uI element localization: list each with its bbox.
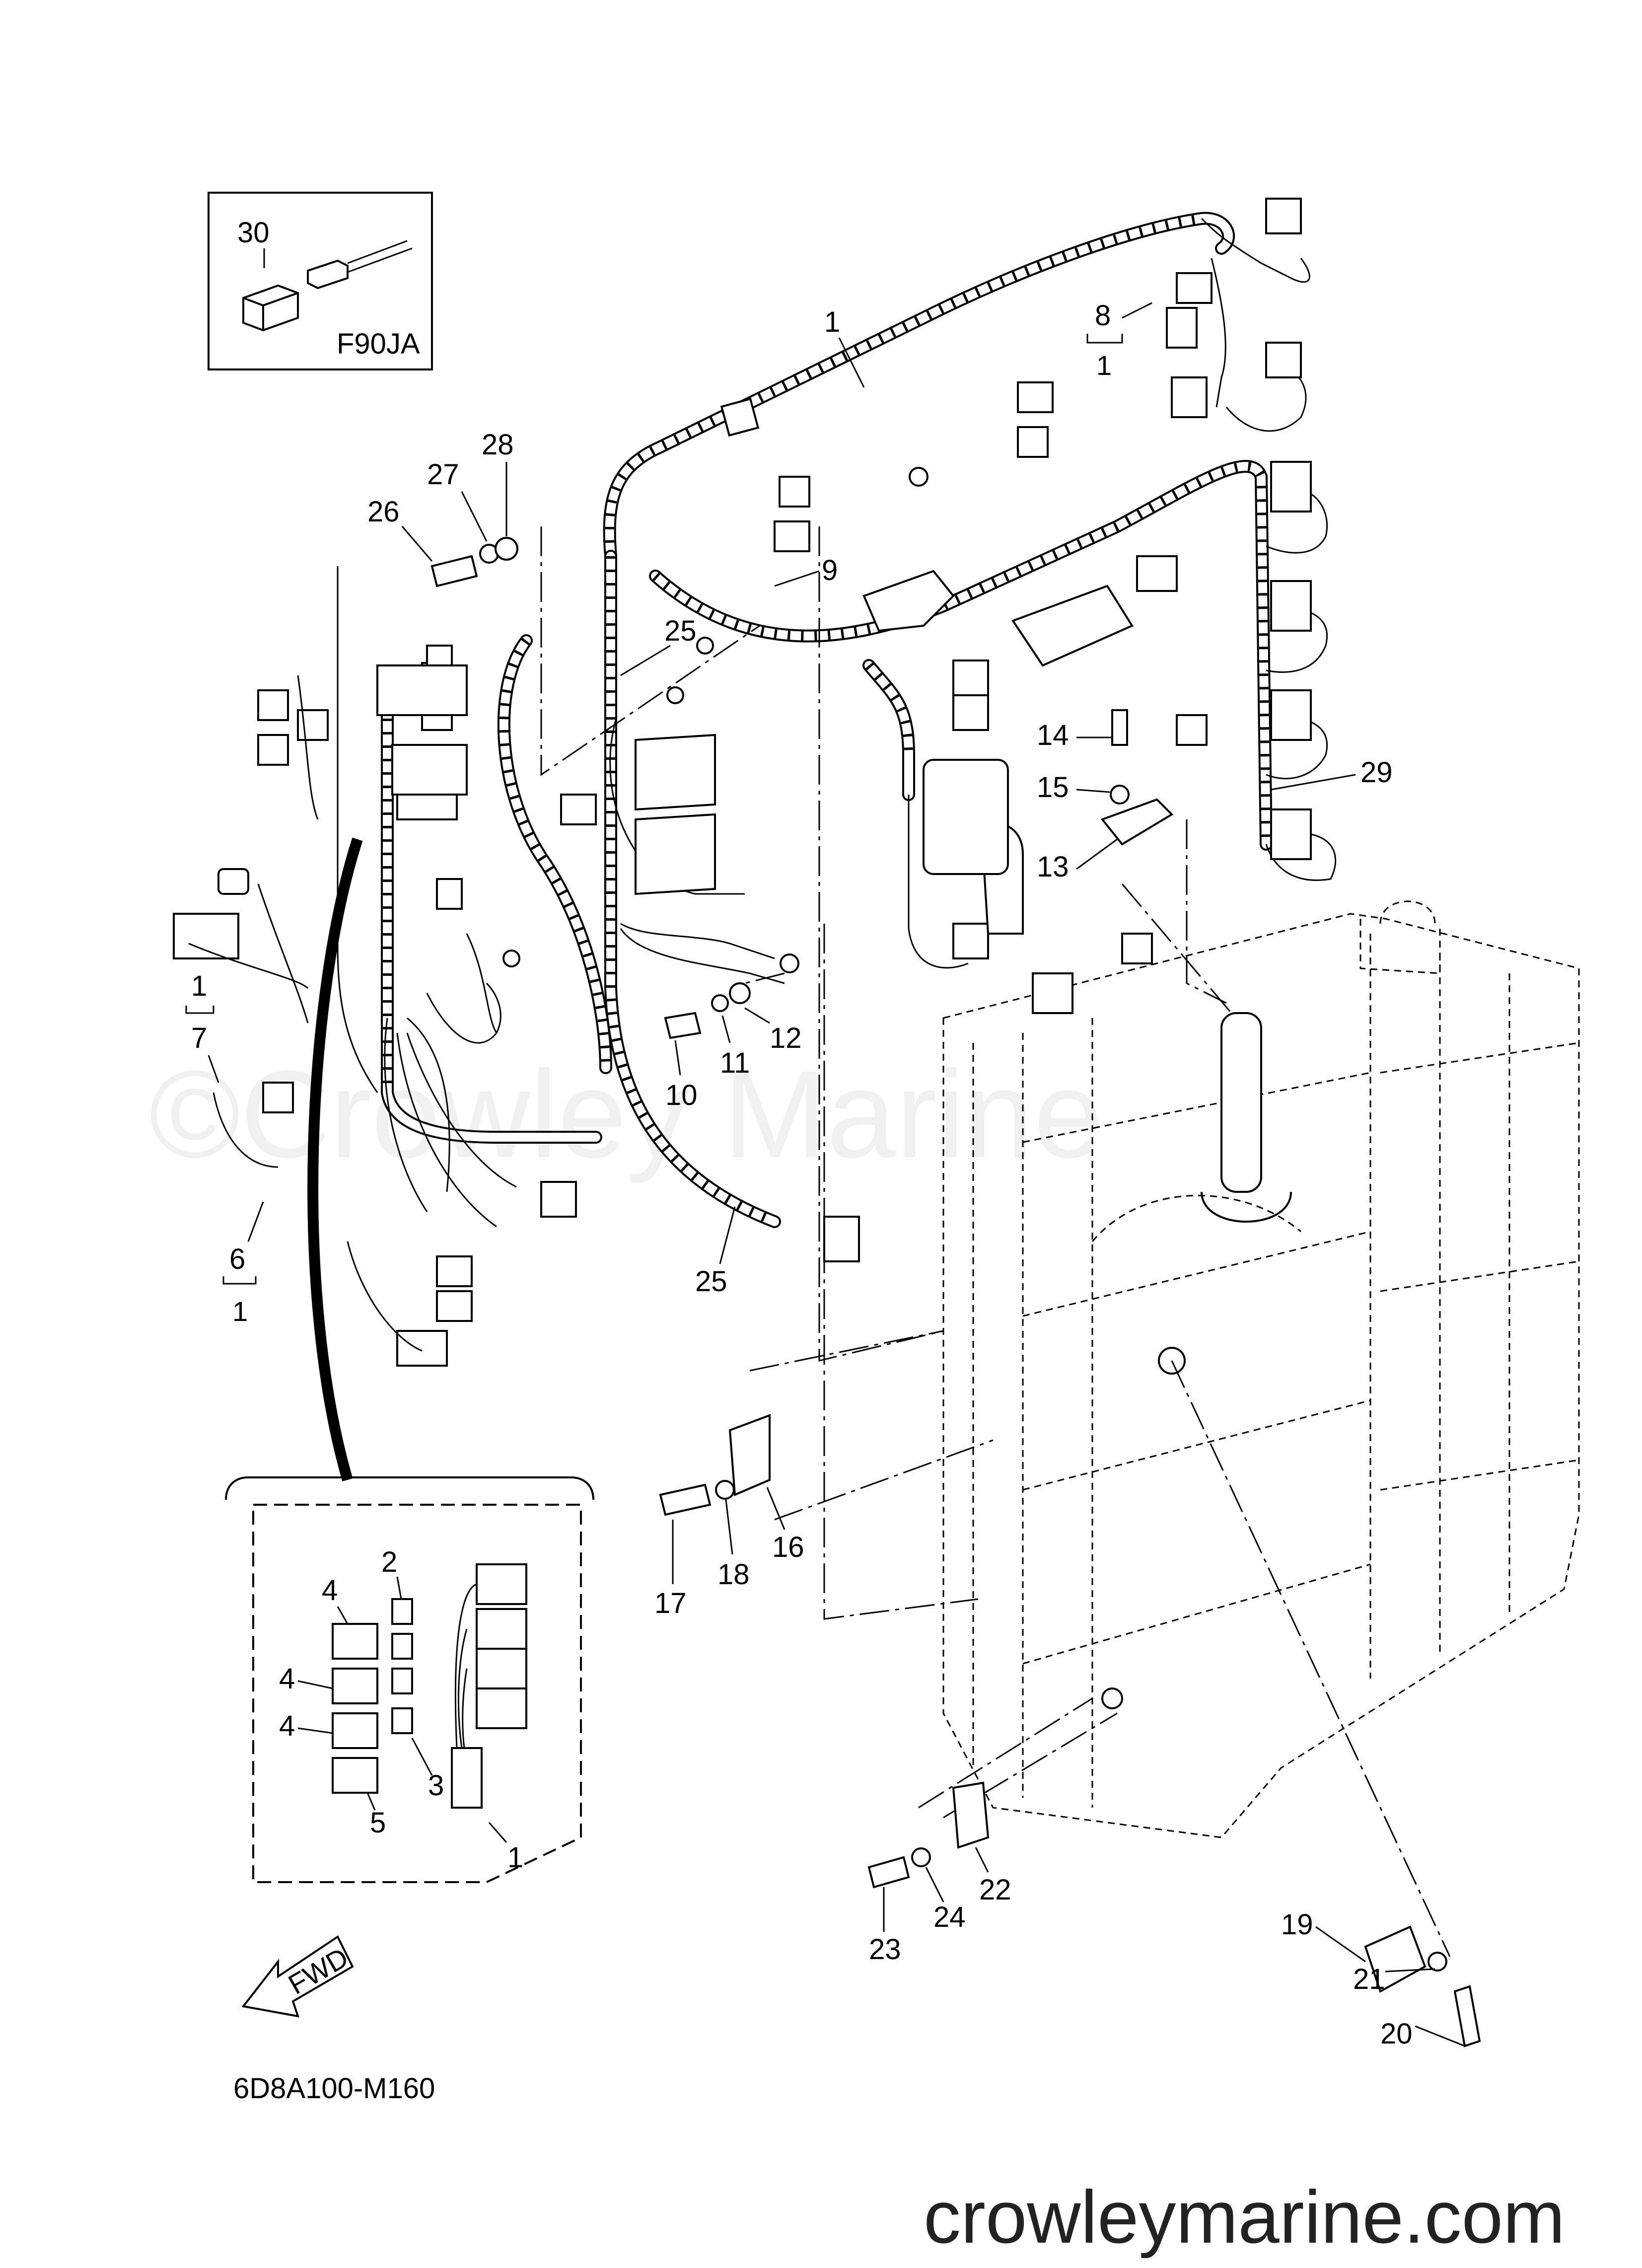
callout-5: 5 [370,1807,386,1839]
callout-4b: 4 [279,1663,295,1695]
harness-plug-icon [307,240,413,290]
forward-arrow-icon: FWD [241,1935,354,2018]
callout-15: 15 [1037,771,1069,804]
callout-29: 29 [1360,756,1393,789]
callout-17: 17 [654,1587,687,1619]
callout-14: 14 [1037,719,1069,751]
callout-7-sub: 1 [191,970,207,1002]
website-footer: crowleymarine.com [924,2175,1565,2259]
callout-16: 16 [772,1531,804,1563]
relay-sub-harness [188,566,517,1352]
callout-26: 26 [367,496,400,528]
guide-lines [540,526,1451,1957]
callout-20: 20 [1380,2018,1413,2050]
fasteners [430,537,1481,2048]
engine-block [942,900,1580,1838]
harness-connectors [173,198,1312,1367]
callout-8: 8 [1095,299,1111,332]
callout-18: 18 [717,1558,750,1591]
variant-inset-box: 30 F90JA [208,192,433,370]
callout-19: 19 [1281,1908,1313,1941]
callout-30: 30 [237,217,270,249]
callout-24: 24 [933,1901,966,1933]
callouts: 1 8 1 9 25 26 27 28 14 15 13 29 1 7 6 1 … [185,299,1465,2050]
callout-4c: 4 [279,1710,295,1742]
connector-part-30 [242,284,299,332]
callout-9: 9 [822,554,838,586]
callout-6: 6 [229,1243,245,1275]
callout-11: 11 [720,1047,750,1079]
callout-1: 1 [824,306,840,338]
callout-25b: 25 [695,1265,727,1298]
diagram-code: 6D8A100-M160 [233,2072,435,2105]
callout-27: 27 [427,458,459,491]
callout-12: 12 [770,1022,802,1054]
callout-10: 10 [665,1079,698,1111]
callout-3: 3 [428,1769,444,1802]
model-label: F90JA [337,328,420,360]
callout-23: 23 [869,1933,901,1966]
callout-7: 7 [191,1022,207,1054]
callout-inset-1: 1 [507,1841,523,1874]
callout-25a: 25 [664,615,697,647]
callout-4a: 4 [322,1574,338,1607]
callout-6-sub: 1 [232,1296,248,1327]
detail-leader [307,837,363,1482]
callout-28: 28 [482,429,514,461]
callout-2: 2 [381,1546,397,1578]
relay-detail-box: 2 3 4 4 4 5 1 [225,1476,594,1883]
callout-22: 22 [979,1874,1011,1906]
callout-8-sub: 1 [1096,350,1112,381]
callout-13: 13 [1037,851,1069,883]
callout-21: 21 [1353,1963,1385,1995]
